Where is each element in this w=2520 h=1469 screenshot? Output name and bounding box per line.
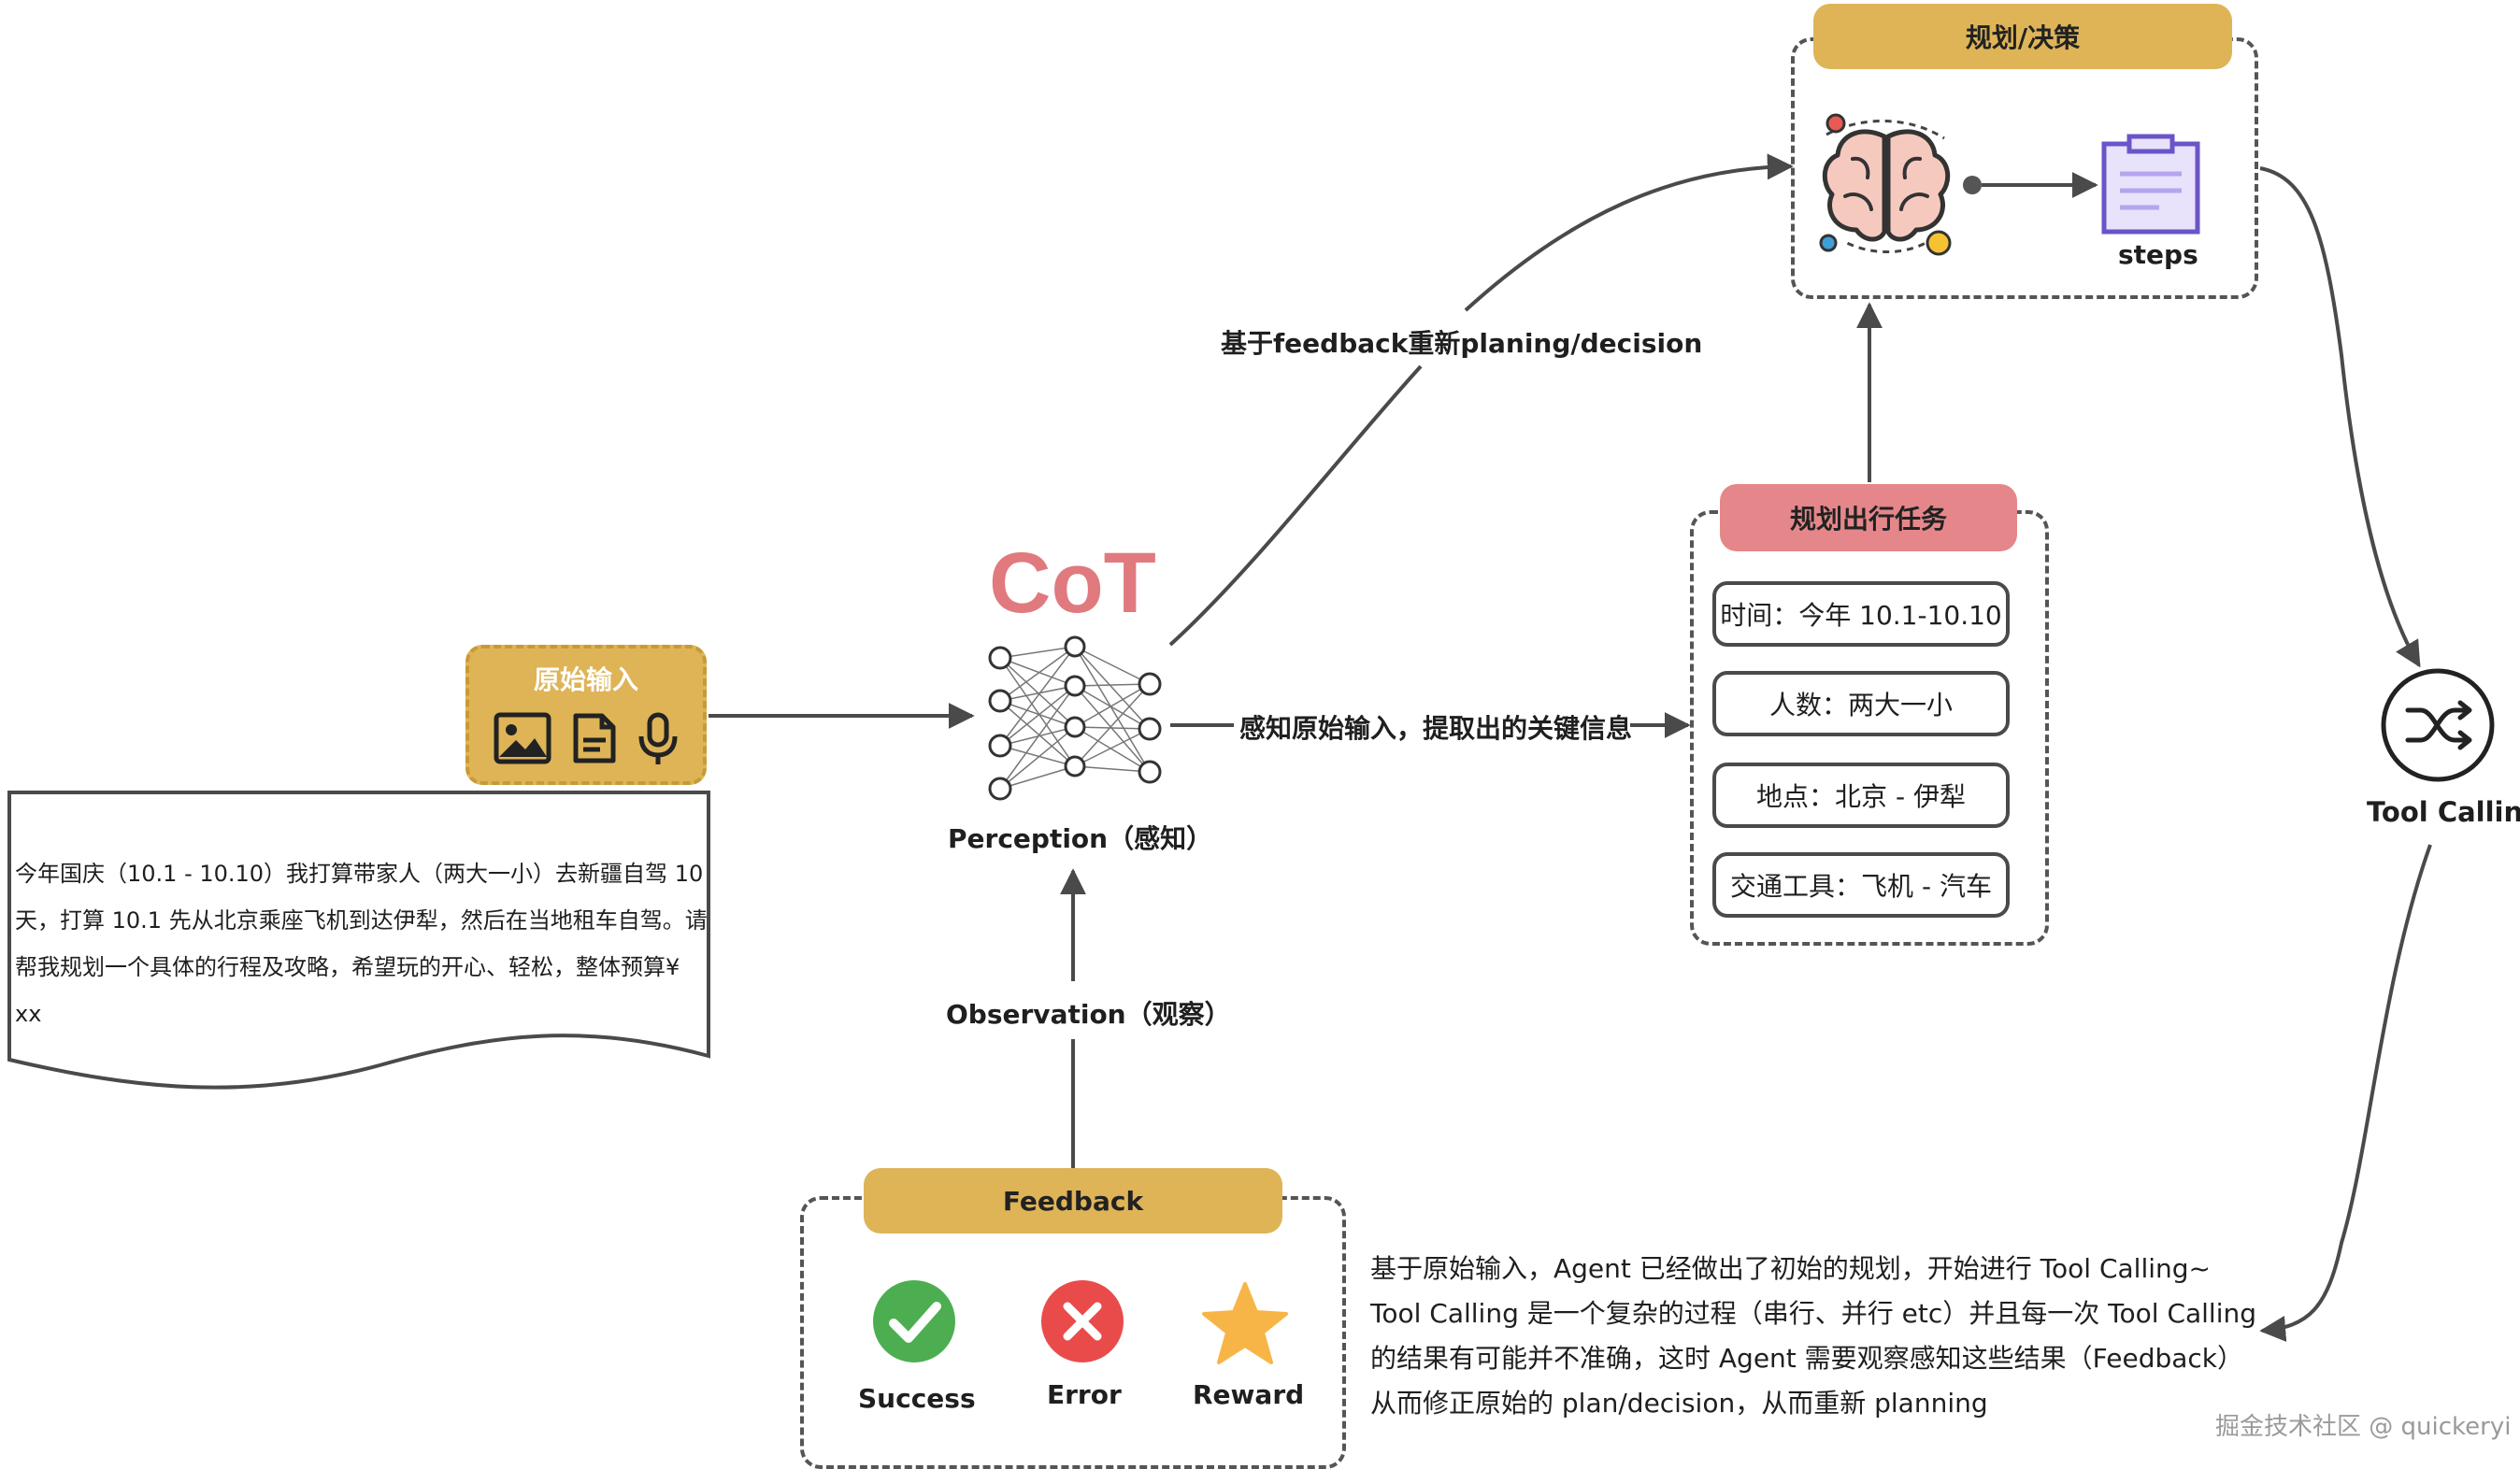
planning-title: 规划/决策 [1965, 22, 2081, 53]
feedback-title-bar: Feedback [864, 1168, 1282, 1234]
input-text-line: 今年国庆（10.1 - 10.10）我打算带家人（两大一小）去新疆自驾 10 [15, 861, 704, 887]
task-item-time: 时间：今年 10.1-10.10 [1712, 581, 2010, 647]
task-title: 规划出行任务 [1789, 504, 1947, 535]
task-item-transport: 交通工具：飞机 - 汽车 [1712, 852, 2010, 918]
input-title: 原始输入 [533, 664, 638, 695]
curve-cot-to-replan-label [1168, 364, 1423, 647]
input-document-shape [7, 791, 710, 1090]
input-icons [494, 712, 679, 766]
input-text-line: 天，打算 10.1 先从北京乘座飞机到达伊犁，然后在当地租车自驾。请 [15, 907, 708, 934]
description-line: 基于原始输入，Agent 已经做出了初始的规划，开始进行 Tool Callin… [1370, 1253, 2211, 1284]
tool-calling-label: Tool Calling [2367, 796, 2520, 828]
observation-edge-label: Observation（观察） [946, 999, 1231, 1030]
task-title-bar: 规划出行任务 [1720, 484, 2017, 551]
steps-label: steps [2118, 239, 2198, 270]
input-text-line: xx [15, 1001, 42, 1027]
brain-icon [1819, 113, 1952, 256]
document-icon [573, 713, 616, 763]
error-x-icon [1041, 1280, 1124, 1362]
error-label: Error [1047, 1379, 1122, 1410]
perception-label: Perception（感知） [948, 823, 1213, 854]
watermark: 掘金技术社区 @ quickeryi [2215, 1413, 2512, 1441]
curve-planning-to-tool [2259, 166, 2421, 668]
input-card: 原始输入 [465, 645, 707, 785]
task-item-location: 地点：北京 - 伊犁 [1712, 763, 2010, 828]
microphone-icon [638, 712, 678, 764]
description-line: 从而修正原始的 plan/decision，从而重新 planning [1370, 1388, 1988, 1419]
input-text: 今年国庆（10.1 - 10.10）我打算带家人（两大一小）去新疆自驾 10 天… [15, 850, 708, 1037]
task-item-people: 人数：两大一小 [1712, 671, 2010, 736]
success-check-icon [873, 1280, 955, 1362]
description-text: 基于原始输入，Agent 已经做出了初始的规划，开始进行 Tool Callin… [1370, 1247, 2256, 1426]
curve-replan-label-to-planning [1464, 153, 1794, 312]
steps-clipboard-icon [2101, 134, 2200, 235]
success-label: Success [858, 1383, 976, 1414]
reward-star-icon [1202, 1282, 1288, 1364]
planning-title-bar: 规划/决策 [1813, 4, 2232, 69]
input-text-line: 帮我规划一个具体的行程及攻略，希望玩的开心、轻松，整体预算¥ [15, 954, 680, 980]
image-icon [494, 712, 551, 764]
brain-connector-dot [1963, 176, 1982, 194]
perceive-edge-label: 感知原始输入，提取出的关键信息 [1239, 713, 1633, 744]
replan-edge-label: 基于feedback重新planing/decision [1221, 328, 1703, 359]
neural-network-icon [988, 635, 1162, 801]
description-line: 的结果有可能并不准确，这时 Agent 需要观察感知这些结果（Feedback） [1370, 1343, 2244, 1374]
curve-tool-to-description [2259, 844, 2432, 1342]
description-line: Tool Calling 是一个复杂的过程（串行、并行 etc）并且每一次 To… [1370, 1298, 2257, 1329]
shuffle-icon [2381, 668, 2495, 782]
feedback-title: Feedback [1002, 1185, 1144, 1217]
reward-label: Reward [1193, 1379, 1305, 1410]
cot-title: CoT [989, 535, 1156, 631]
